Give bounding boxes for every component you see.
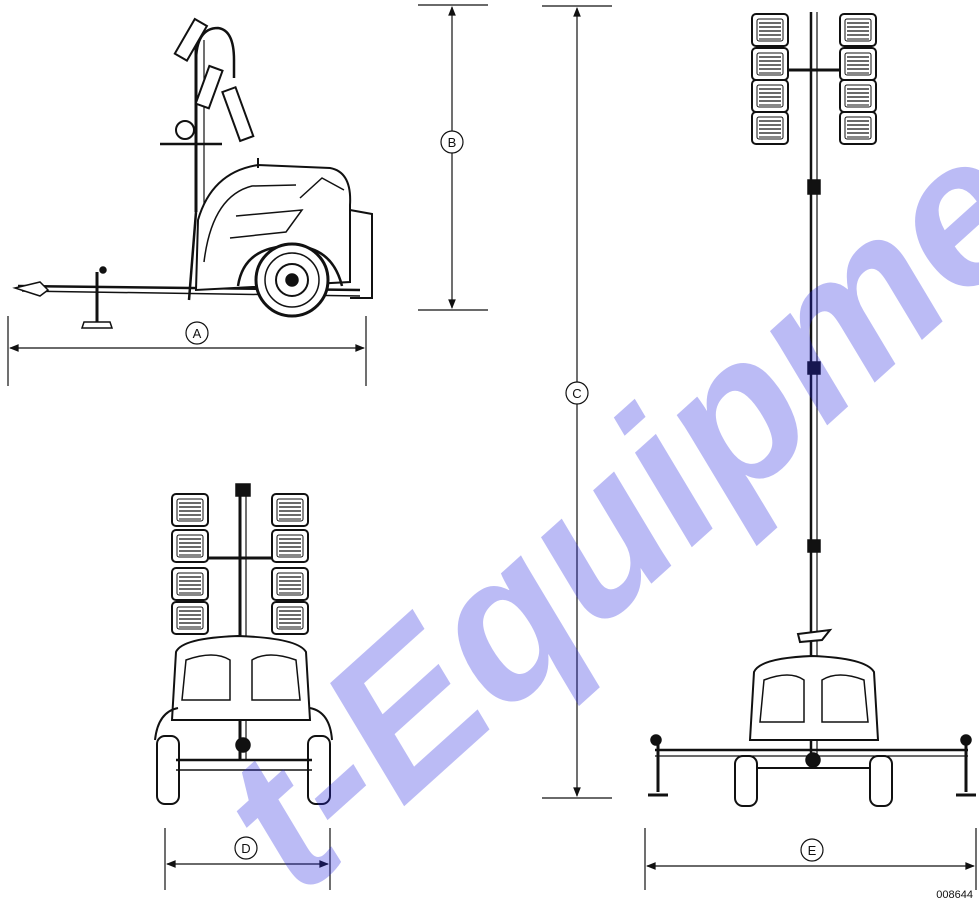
dimension-e-label: E [808, 843, 817, 858]
dimension-d: D [164, 828, 331, 890]
front-view-drawing [154, 483, 333, 805]
dimension-d-label: D [241, 841, 250, 856]
figure-number: 008644 [936, 889, 973, 901]
dimension-c: C [542, 5, 612, 799]
dimension-a-label: A [193, 326, 202, 341]
dimension-a: A [7, 316, 367, 386]
dimension-b-label: B [448, 135, 457, 150]
dimension-b: B [418, 4, 488, 311]
extended-view-drawing [648, 12, 976, 807]
dimension-e: E [644, 828, 977, 890]
dimension-c-label: C [572, 386, 581, 401]
side-view-drawing [12, 17, 373, 329]
